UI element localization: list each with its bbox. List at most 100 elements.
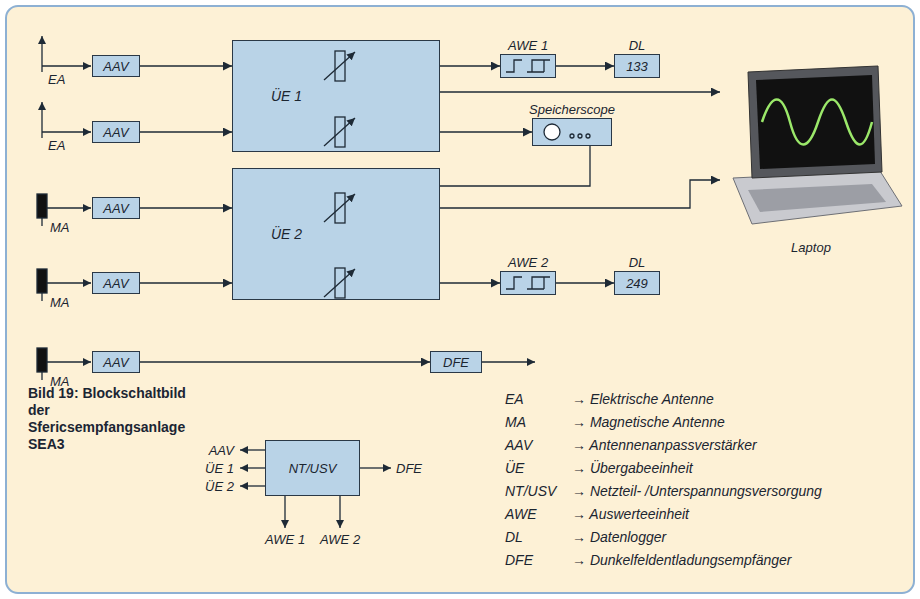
signal-connector: [440, 131, 532, 132]
drawing-part: [506, 277, 522, 289]
drawing-part: [37, 348, 47, 372]
legend-text: → Datenlogger: [572, 530, 666, 545]
label-holder: → Dunkelfeldentladungsempfänger: [572, 553, 791, 568]
legend-text: NT/USV: [505, 484, 556, 499]
drawing-part: [37, 36, 590, 528]
evaluation-unit: AWE 1: [500, 54, 556, 78]
legend-text: AWE: [505, 507, 537, 522]
transfer-unit: ÜE 1: [232, 40, 440, 152]
electric-antenna: [42, 102, 91, 138]
supply-label: DFE: [396, 461, 422, 476]
frame-panel: [6, 6, 914, 593]
storage-scope: Speicherscope: [532, 118, 612, 146]
drawing-part: [47, 207, 91, 208]
legend-text: MA: [505, 415, 526, 430]
drawing-part: [324, 118, 355, 146]
box-label: NT/USV: [289, 461, 337, 476]
box-label: ÜE 1: [271, 89, 302, 104]
signal-connector: [440, 146, 590, 186]
box-label: 249: [626, 276, 648, 291]
drawing-part: [37, 269, 47, 293]
amplifier-box: AAV: [92, 55, 140, 77]
amplifier-box: AAV: [92, 272, 140, 294]
label-holder: EA: [48, 138, 65, 153]
label-holder: Laptop: [791, 240, 831, 255]
label-holder: ÜE: [505, 461, 524, 476]
signal-connector: [440, 91, 720, 92]
label-holder: AWE 1: [508, 38, 548, 53]
drawing-part: [41, 293, 42, 301]
label-holder: → Antennenanpassverstärker: [572, 438, 757, 453]
label-holder: → Datenlogger: [572, 530, 666, 545]
label-holder: DL: [505, 530, 523, 545]
label-holder: DL: [629, 38, 646, 53]
evaluation-unit: AWE 2: [500, 271, 556, 295]
supply-label: AAV: [209, 443, 234, 458]
label-holder: AAV: [505, 438, 532, 453]
drawing-part: [570, 134, 574, 138]
box-label: 133: [626, 59, 648, 74]
amplifier-box: AAV: [92, 121, 140, 143]
label-holder: → Auswerteeinheit: [572, 507, 689, 522]
device-label: Laptop: [791, 240, 831, 255]
drawing-part: [240, 485, 265, 486]
drawing-part: [41, 372, 42, 380]
drawing-part: [544, 124, 560, 140]
label-holder: → Magnetische Antenne: [572, 415, 725, 430]
box-label: AAV: [103, 355, 128, 370]
supply-label: AWE 1: [265, 532, 305, 547]
legend-text: → Dunkelfeldentladungsempfänger: [572, 553, 791, 568]
antenna-label: MA: [50, 295, 70, 310]
unit-heading: DL: [629, 38, 646, 53]
drawing-part: [324, 194, 355, 222]
drawing-part: [586, 134, 590, 138]
label-holder: AAV: [209, 443, 234, 458]
label-holder: → Netzteil- /Unterspannungsversorgung: [572, 484, 822, 499]
transfer-unit: ÜE 2: [232, 168, 440, 300]
data-logger: DL249: [614, 271, 660, 295]
legend-text: → Netzteil- /Unterspannungsversorgung: [572, 484, 822, 499]
signal-connector: [440, 282, 500, 283]
legend-text: DL: [505, 530, 523, 545]
label-holder: AWE 2: [320, 532, 360, 547]
signal-connector: [440, 180, 720, 208]
drawing-part: [240, 449, 265, 450]
label-holder: ÜE 2: [205, 479, 234, 494]
drawing-part: [240, 467, 265, 468]
variable-resistor: [324, 117, 355, 147]
drawing-part: [360, 467, 391, 468]
label-holder: AWE 2: [508, 255, 548, 270]
amplifier-box: AAV: [92, 351, 140, 373]
box-label: AAV: [103, 201, 128, 216]
label-holder: MA: [50, 220, 70, 235]
drawing-part: [324, 52, 355, 80]
receiver-box: DFE: [430, 351, 482, 373]
box-label: AAV: [103, 276, 128, 291]
unit-heading: AWE 2: [508, 255, 548, 270]
amplifier-box: AAV: [92, 197, 140, 219]
drawing-part: [527, 277, 550, 289]
drawing-part: [41, 36, 42, 72]
legend-text: → Elektrische Antenne: [572, 392, 714, 407]
drawing-part: [748, 184, 886, 212]
variable-resistor: [324, 193, 355, 223]
legend-text: EA: [505, 392, 524, 407]
legend-text: → Auswerteeinheit: [572, 507, 689, 522]
drawing-part: [41, 218, 42, 226]
legend-text: ÜE: [505, 461, 524, 476]
legend-text: → Antennenanpassverstärker: [572, 438, 757, 453]
drawing-part: [733, 171, 902, 224]
scope-symbol: [544, 124, 590, 140]
label-holder: MA: [505, 415, 526, 430]
drawing-part: [578, 134, 582, 138]
antenna-label: MA: [50, 220, 70, 235]
signal-connector: [140, 282, 232, 283]
box-label: DFE: [443, 355, 469, 370]
threshold-symbol: [506, 60, 550, 72]
signal-connector: [556, 282, 614, 283]
drawing-part: [756, 75, 875, 169]
signal-connector: [556, 65, 614, 66]
label-holder: → Elektrische Antenne: [572, 392, 714, 407]
